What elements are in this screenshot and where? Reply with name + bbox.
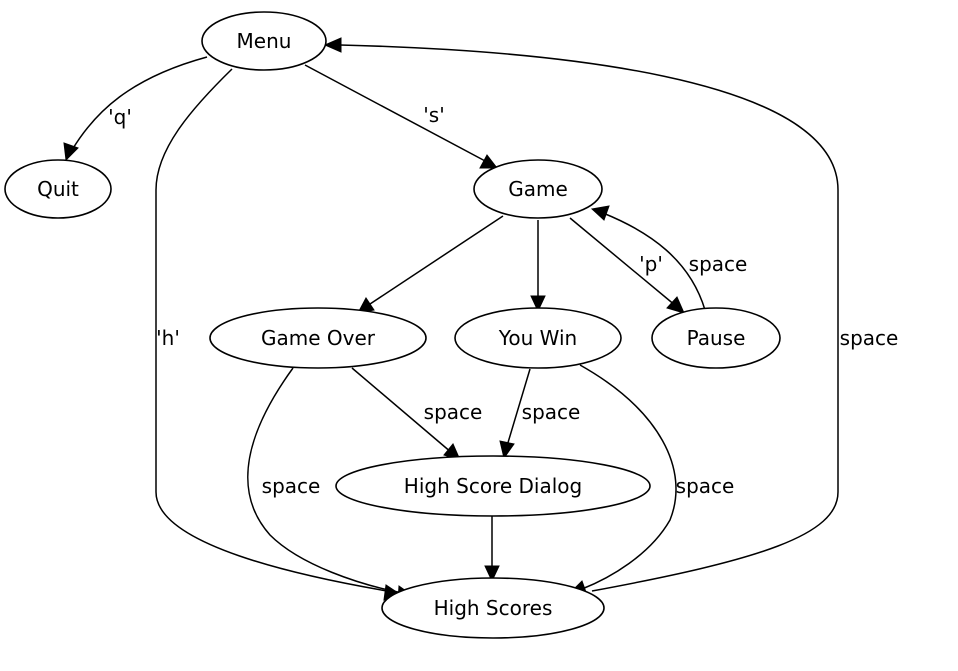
edge-game-to-pause — [569, 217, 685, 314]
edge-dialog-to-high-scores — [484, 516, 500, 583]
node-quit-label: Quit — [37, 177, 79, 201]
node-game-over: Game Over — [209, 307, 427, 369]
edge-menu-to-quit — [63, 56, 208, 162]
node-game: Game — [473, 159, 603, 219]
edge-label-high-scores-menu: space — [840, 326, 899, 350]
edge-label-game-pause: 'p' — [639, 252, 663, 276]
node-quit: Quit — [4, 159, 112, 219]
node-game-over-label: Game Over — [261, 326, 376, 350]
edge-label-menu-high-scores: 'h' — [156, 326, 180, 350]
node-pause-label: Pause — [687, 326, 746, 350]
node-high-score-dialog: High Score Dialog — [335, 455, 651, 517]
edge-label-you-win-high-scores: space — [676, 474, 735, 498]
node-you-win: You Win — [454, 307, 622, 369]
edge-label-game-over-dialog: space — [424, 400, 483, 424]
node-game-label: Game — [508, 177, 568, 201]
node-high-scores-label: High Scores — [434, 596, 553, 620]
edge-label-you-win-dialog: space — [522, 400, 581, 424]
edge-game-to-you-win — [530, 220, 546, 313]
node-pause: Pause — [651, 307, 781, 369]
node-menu: Menu — [201, 11, 327, 71]
node-high-score-dialog-label: High Score Dialog — [404, 474, 582, 498]
edge-label-menu-quit: 'q' — [108, 105, 132, 129]
edge-pause-to-game — [590, 205, 706, 311]
edge-label-game-over-high-scores: space — [262, 474, 321, 498]
edge-label-pause-game: space — [689, 252, 748, 276]
node-you-win-label: You Win — [498, 326, 577, 350]
node-menu-label: Menu — [237, 29, 292, 53]
node-high-scores: High Scores — [381, 577, 605, 639]
edge-menu-to-game — [304, 64, 499, 169]
edge-high-scores-to-menu — [323, 37, 839, 592]
edge-game-to-game-over — [357, 215, 504, 314]
edge-label-menu-game: 's' — [423, 103, 444, 127]
edge-you-win-to-dialog — [499, 368, 531, 460]
